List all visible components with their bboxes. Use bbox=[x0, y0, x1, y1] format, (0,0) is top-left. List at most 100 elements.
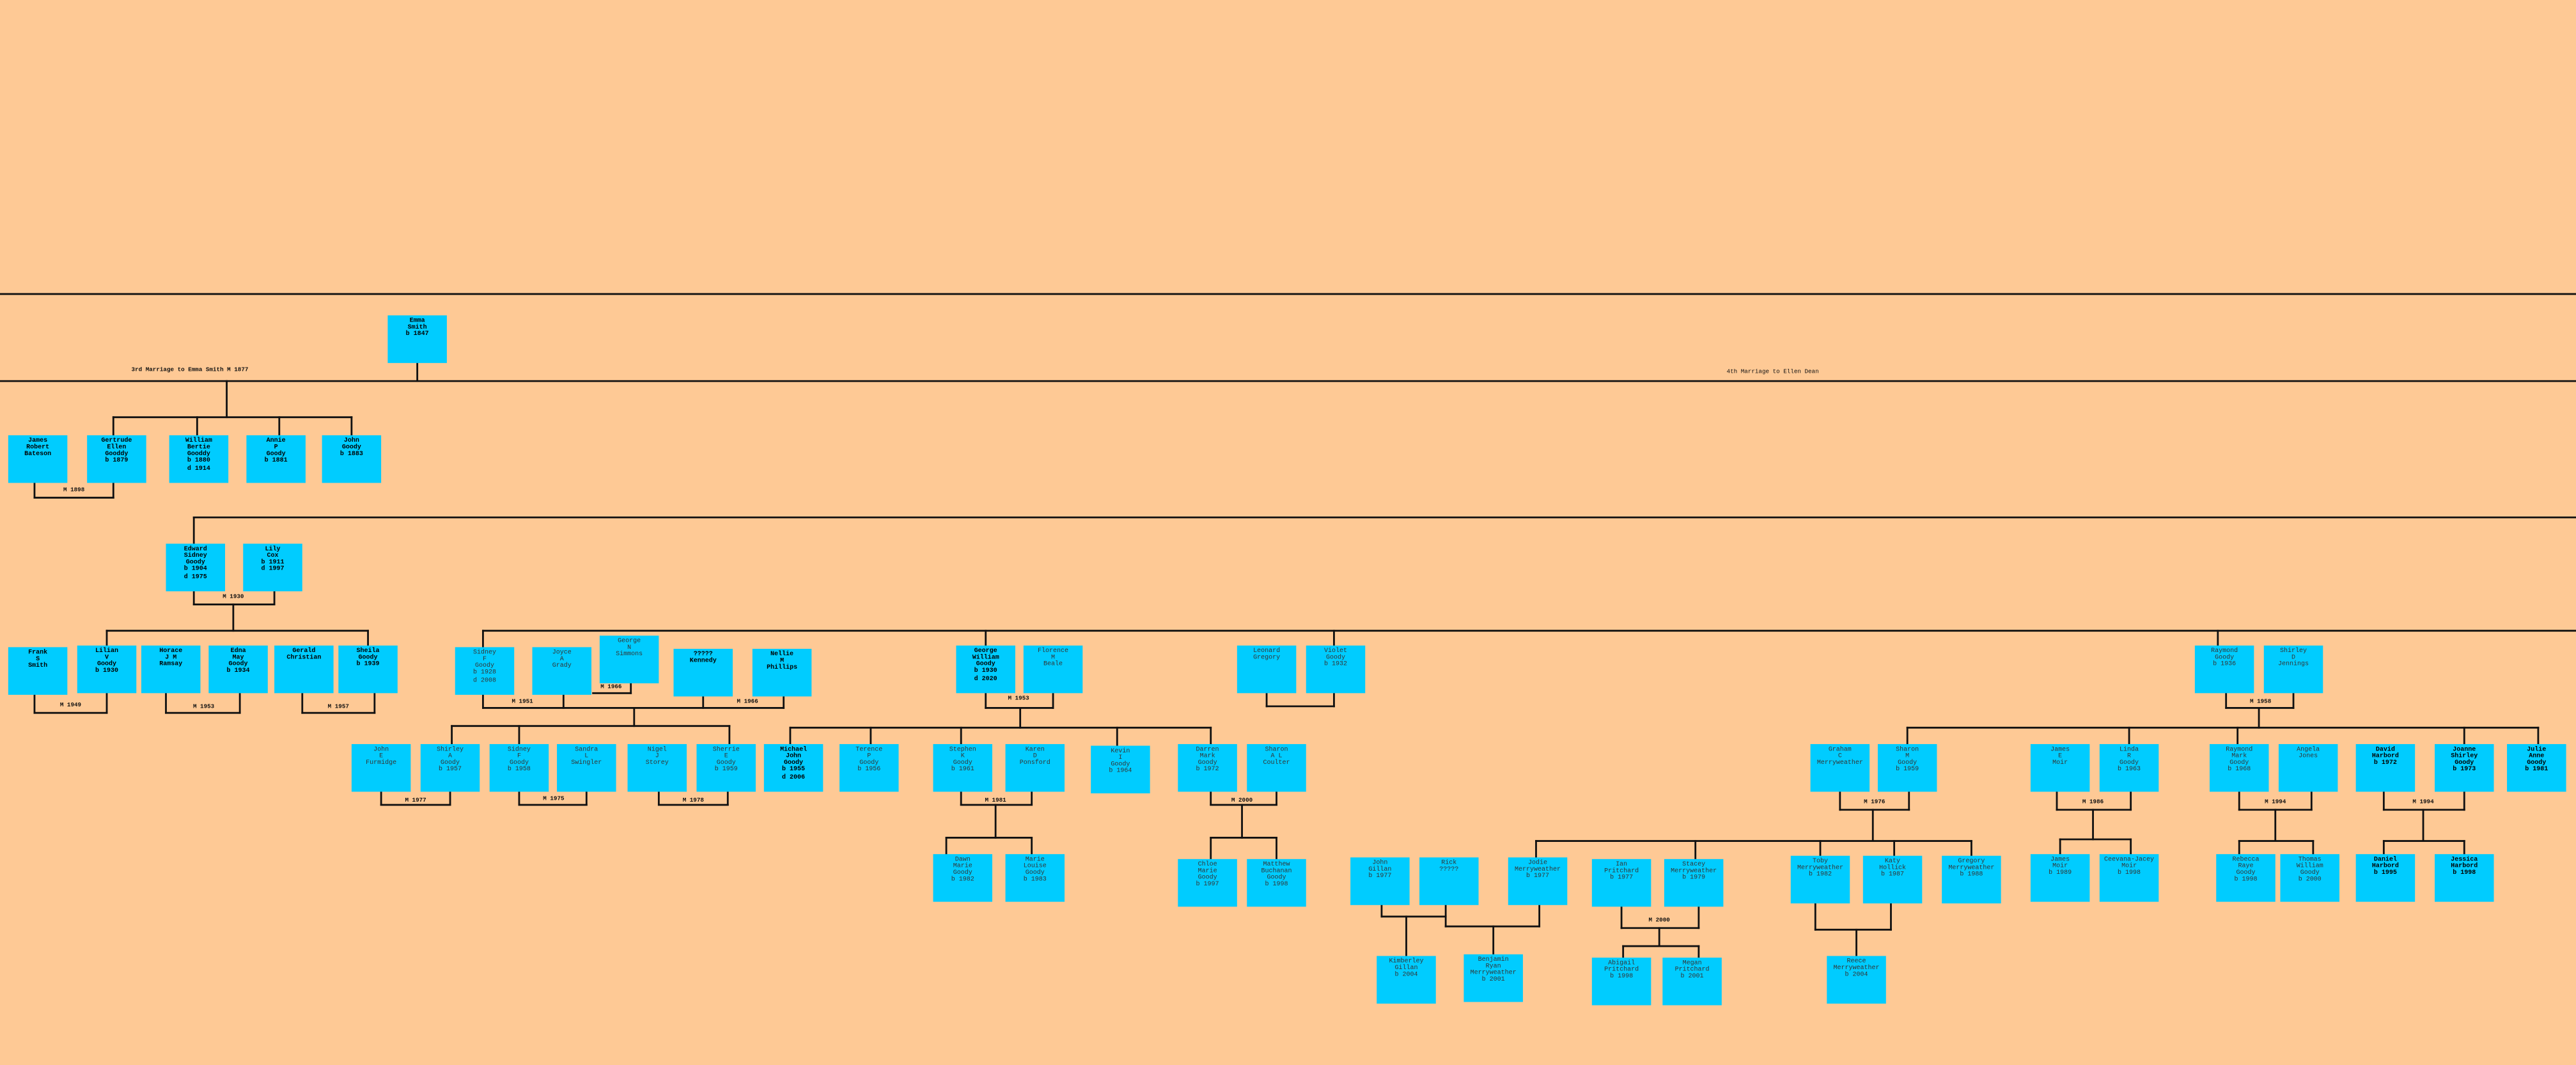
person-text-line: b 1977 bbox=[1368, 874, 1392, 881]
person-text-line: Raymond bbox=[2211, 648, 2238, 655]
person-text-line: Lilian bbox=[95, 648, 119, 655]
person-text-line: George bbox=[974, 648, 997, 655]
person-text-line: Ryan bbox=[1485, 964, 1501, 971]
person-text-line: Violet bbox=[1323, 648, 1347, 655]
person-text-line: D bbox=[2291, 655, 2296, 662]
marriage-label: M 1957 bbox=[327, 704, 349, 711]
person-text-line: P bbox=[867, 754, 871, 761]
person-text-line: Furmidge bbox=[366, 761, 397, 768]
person-text-line: Bertie bbox=[187, 445, 210, 452]
person-text-line: b 1964 bbox=[1109, 769, 1132, 777]
person-text-line: Edna bbox=[230, 648, 246, 655]
person-text-line: Annie bbox=[266, 438, 286, 445]
person-text-line: Mark bbox=[1199, 754, 1215, 761]
person-text-line: Goody bbox=[1325, 655, 1346, 662]
person-text-line: Goody bbox=[358, 655, 378, 662]
person-text-line: Shirley bbox=[437, 747, 464, 754]
person-text-line: Megan bbox=[1682, 960, 1702, 967]
person-text-line: Moir bbox=[2052, 761, 2068, 768]
person-text-line: Merryweather bbox=[1833, 965, 1880, 972]
person-text-line: Swingler bbox=[571, 761, 602, 768]
person-text-line: b 1983 bbox=[1023, 878, 1047, 885]
person-text-line: Kennedy bbox=[689, 658, 717, 665]
person-text-line: Goody bbox=[441, 761, 460, 768]
marriage-label: M 1976 bbox=[1864, 800, 1885, 807]
person-text-line: Jones bbox=[2299, 754, 2318, 761]
person-box[interactable]: Rick????? bbox=[1419, 857, 1479, 905]
person-text-line: b 2000 bbox=[2298, 878, 2322, 885]
person-text-line: Sherrie bbox=[712, 747, 740, 754]
person-text-line: Rick bbox=[1441, 860, 1457, 867]
person-box[interactable]: ?????Kennedy bbox=[673, 648, 733, 697]
